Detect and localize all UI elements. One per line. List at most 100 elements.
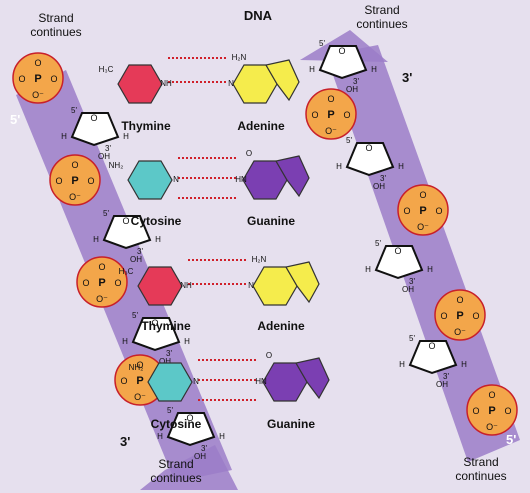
sugar-o-atom: O xyxy=(90,113,97,123)
phosphate-o-left: O xyxy=(18,74,25,84)
sugar-o-atom: O xyxy=(151,318,158,328)
phosphate-o-left: O xyxy=(120,376,127,386)
sugar-5prime-label: 5' xyxy=(132,311,138,320)
strand-continues-bottom-right-line2: continues xyxy=(455,469,506,483)
sugar-h-right: H xyxy=(427,265,433,274)
phosphate-o-right: O xyxy=(50,74,57,84)
sugar-h-right: H xyxy=(398,162,404,171)
phosphate-o-bottom: O⁻ xyxy=(69,192,81,202)
sugar-3prime-label: 3' xyxy=(353,77,359,86)
sugar-o-atom: O xyxy=(428,341,435,351)
sugar-h-right: H xyxy=(371,65,377,74)
phosphate-circle xyxy=(434,289,486,341)
base-pair: Cytosine Guanine NH₂ N HN O xyxy=(129,351,330,431)
sugar-ring xyxy=(345,142,395,177)
phosphate-o-top: O xyxy=(456,295,463,305)
sugar-ring xyxy=(166,412,216,447)
strand-continues-top-right-line2: continues xyxy=(356,17,407,31)
sugar-o-atom: O xyxy=(365,143,372,153)
pyrimidine-ring xyxy=(137,266,183,306)
sugar-oh: OH xyxy=(346,85,358,94)
right-strand-3prime: 3' xyxy=(402,70,412,85)
sugar-h-left: H xyxy=(157,432,163,441)
strand-continues-top-right-line1: Strand xyxy=(364,3,399,17)
phosphate-p-atom: P xyxy=(98,277,105,289)
phosphate-o-bottom: O⁻ xyxy=(417,222,429,232)
phosphate-o-right: O xyxy=(343,110,350,120)
base-label-right: Guanine xyxy=(267,417,315,431)
phosphate-o-left: O xyxy=(403,206,410,216)
strand-continues-bottom-left-line1: Strand xyxy=(158,457,193,471)
strand-continues-top-left-line2: continues xyxy=(30,25,81,39)
phosphate-p-atom: P xyxy=(327,109,334,121)
phosphate-o-top: O xyxy=(34,58,41,68)
sugar-oh: OH xyxy=(98,152,110,161)
base-label-right: Guanine xyxy=(247,214,295,228)
atom-label: N xyxy=(193,377,199,386)
sugar-3prime-label: 3' xyxy=(166,349,172,358)
atom-label: NH₂ xyxy=(109,161,124,170)
phosphate-circle xyxy=(76,256,128,308)
phosphate-circle xyxy=(466,384,518,436)
sugar-3prime-label: 3' xyxy=(105,144,111,153)
phosphate-o-left: O xyxy=(440,311,447,321)
atom-label: N xyxy=(173,175,179,184)
atom-label: NH₂ xyxy=(129,363,144,372)
purine-five-ring xyxy=(285,261,320,304)
sugar-ring xyxy=(131,317,181,352)
phosphate-circle xyxy=(305,88,357,140)
phosphate-o-left: O xyxy=(55,176,62,186)
sugar-o-atom: O xyxy=(394,246,401,256)
strand-continues-bottom-left-line2: continues xyxy=(150,471,201,485)
phosphate-o-right: O xyxy=(87,176,94,186)
base-label-left: Cytosine xyxy=(151,417,202,431)
sugar-o-atom: O xyxy=(186,413,193,423)
atom-label: H₂N xyxy=(232,53,247,62)
phosphate-o-bottom: O⁻ xyxy=(96,294,108,304)
phosphate-o-left: O xyxy=(311,110,318,120)
phosphate-o-top: O xyxy=(327,94,334,104)
atom-label: N xyxy=(228,79,234,88)
atom-label: HN xyxy=(255,377,267,386)
phosphate-o-top: O xyxy=(71,160,78,170)
phosphate-o-right: O xyxy=(114,278,121,288)
sugar-oh: OH xyxy=(436,380,448,389)
phosphate-o-left: O xyxy=(82,278,89,288)
sugar-ring xyxy=(70,112,120,147)
phosphate-o-bottom: O⁻ xyxy=(454,327,466,337)
sugar-5prime-label: 5' xyxy=(319,39,325,48)
phosphate-p-atom: P xyxy=(419,205,426,217)
base-label-right: Adenine xyxy=(257,319,305,333)
phosphate-o-bottom: O⁻ xyxy=(486,422,498,432)
left-strand-3prime: 3' xyxy=(120,434,130,449)
phosphate-p-atom: P xyxy=(34,73,41,85)
atom-label: HN xyxy=(235,175,247,184)
sugar-ring xyxy=(102,215,152,250)
purine-five-ring xyxy=(275,155,310,198)
base-label-left: Thymine xyxy=(141,319,191,333)
purine-five-ring xyxy=(265,59,300,102)
atom-label: O xyxy=(266,351,272,360)
pyrimidine-ring xyxy=(147,362,193,402)
phosphate-o-top: O xyxy=(488,390,495,400)
sugar-h-right: H xyxy=(155,235,161,244)
atom-label: H₂N xyxy=(252,255,267,264)
phosphate-o-top: O xyxy=(98,262,105,272)
base-label-right: Adenine xyxy=(237,119,285,133)
phosphate-o-bottom: O⁻ xyxy=(32,90,44,100)
